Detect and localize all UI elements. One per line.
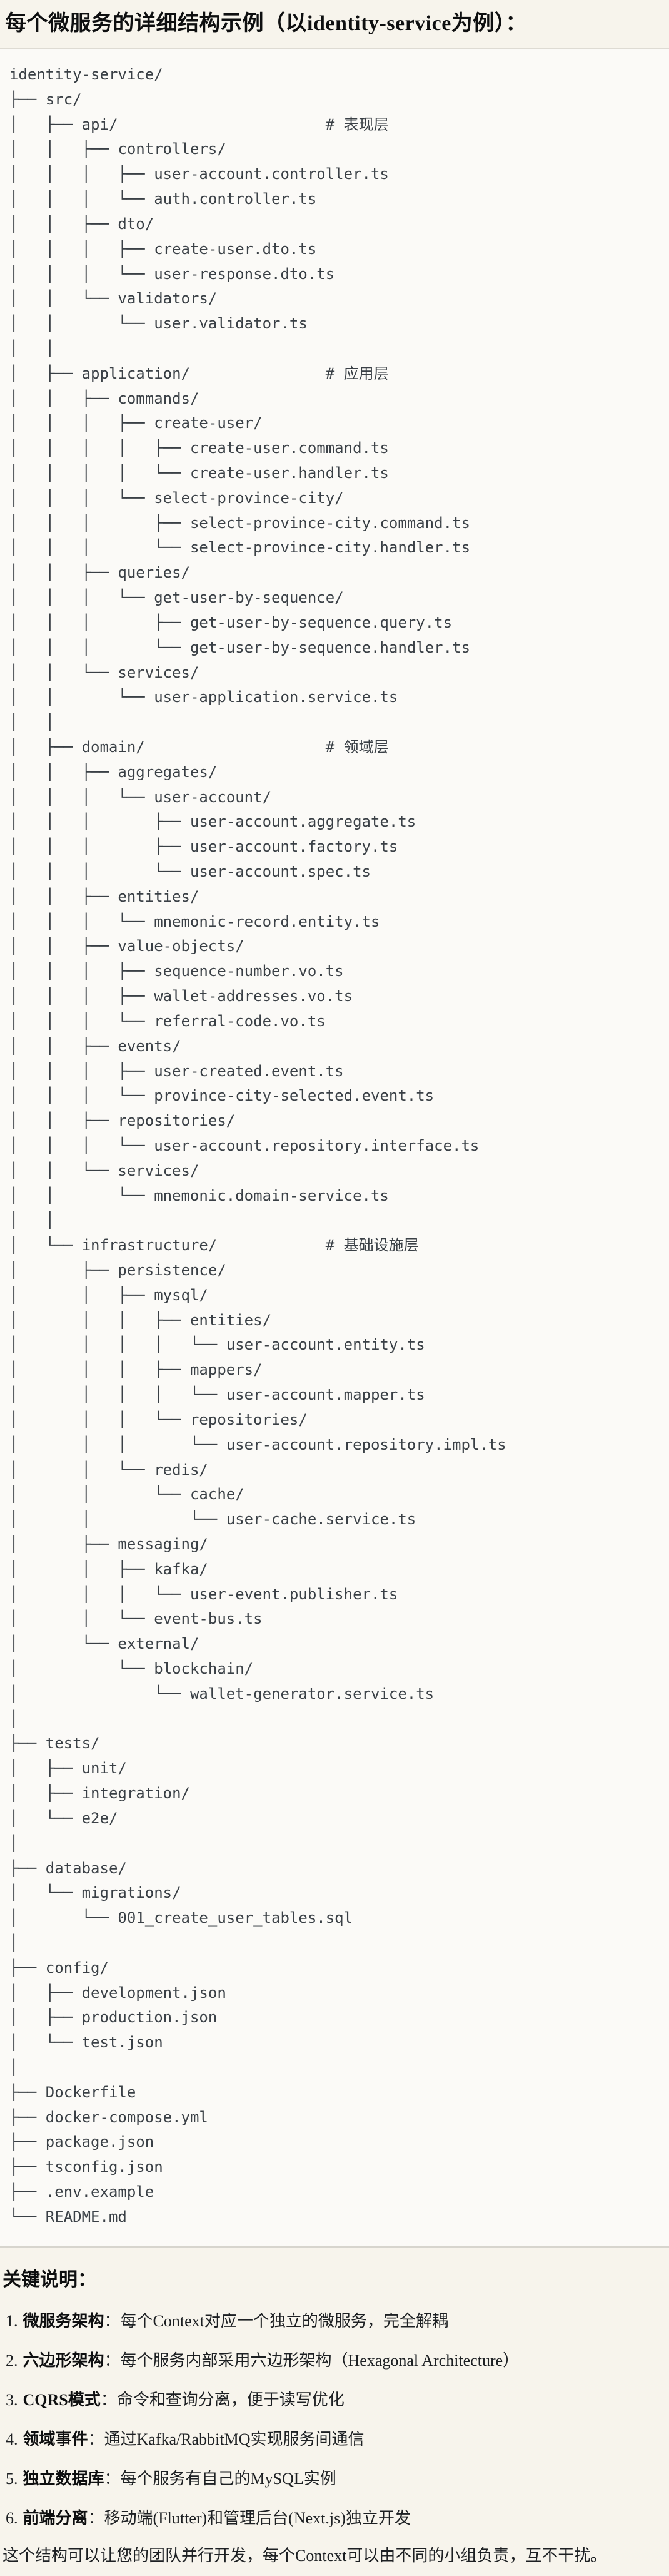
note-separator: ： — [100, 2390, 117, 2409]
note-separator: ： — [104, 2351, 121, 2370]
note-term: CQRS模式 — [23, 2390, 101, 2409]
notes-heading: 关键说明： — [3, 2269, 96, 2290]
note-description: 移动端(Flutter)和管理后台(Next.js)独立开发 — [104, 2508, 411, 2527]
note-description: 每个服务内部采用六边形架构（Hexagonal Architecture） — [120, 2351, 520, 2370]
note-item-domain-events: 4. 领域事件：通过Kafka/RabbitMQ实现服务间通信 — [3, 2427, 663, 2451]
note-description: 命令和查询分离，便于读写优化 — [116, 2390, 345, 2409]
note-number: 3. — [6, 2390, 18, 2409]
note-term: 六边形架构 — [23, 2351, 104, 2370]
note-description: 每个Context对应一个独立的微服务，完全解耦 — [120, 2311, 448, 2330]
note-separator: ： — [88, 2430, 104, 2448]
note-separator: ： — [88, 2508, 104, 2527]
note-separator: ： — [104, 2311, 121, 2330]
note-number: 2. — [6, 2351, 18, 2370]
note-item-microservice: 1. 微服务架构：每个Context对应一个独立的微服务，完全解耦 — [3, 2309, 663, 2333]
note-term: 领域事件 — [23, 2430, 88, 2448]
note-number: 1. — [6, 2311, 18, 2330]
directory-tree-block: identity-service/ ├── src/ │ ├── api/ # … — [0, 48, 669, 2248]
note-term: 独立数据库 — [23, 2469, 104, 2488]
note-number: 4. — [6, 2430, 18, 2448]
note-term: 前端分离 — [23, 2508, 88, 2527]
note-description: 通过Kafka/RabbitMQ实现服务间通信 — [104, 2430, 365, 2448]
closing-paragraph: 这个结构可以让您的团队并行开发，每个Context可以由不同的小组负责，互不干扰… — [3, 2546, 607, 2565]
note-separator: ： — [104, 2469, 121, 2488]
note-item-independent-db: 5. 独立数据库：每个服务有自己的MySQL实例 — [3, 2467, 663, 2491]
directory-tree: identity-service/ ├── src/ │ ├── api/ # … — [9, 66, 506, 2226]
note-term: 微服务架构 — [23, 2311, 104, 2330]
page-title: 每个微服务的详细结构示例（以identity-service为例）： — [5, 12, 527, 35]
note-item-cqrs: 3. CQRS模式：命令和查询分离，便于读写优化 — [3, 2388, 663, 2412]
note-number: 6. — [6, 2508, 18, 2527]
note-item-frontend-separation: 6. 前端分离：移动端(Flutter)和管理后台(Next.js)独立开发 — [3, 2506, 663, 2530]
key-notes-section: 关键说明： 1.微服务架构：每个Context对应一个独立的微服务，完全解耦 2… — [0, 2266, 669, 2568]
note-number: 5. — [6, 2469, 18, 2488]
note-description: 每个服务有自己的MySQL实例 — [120, 2469, 336, 2488]
note-item-hexagonal: 2. 六边形架构：每个服务内部采用六边形架构（Hexagonal Architec… — [3, 2348, 663, 2373]
